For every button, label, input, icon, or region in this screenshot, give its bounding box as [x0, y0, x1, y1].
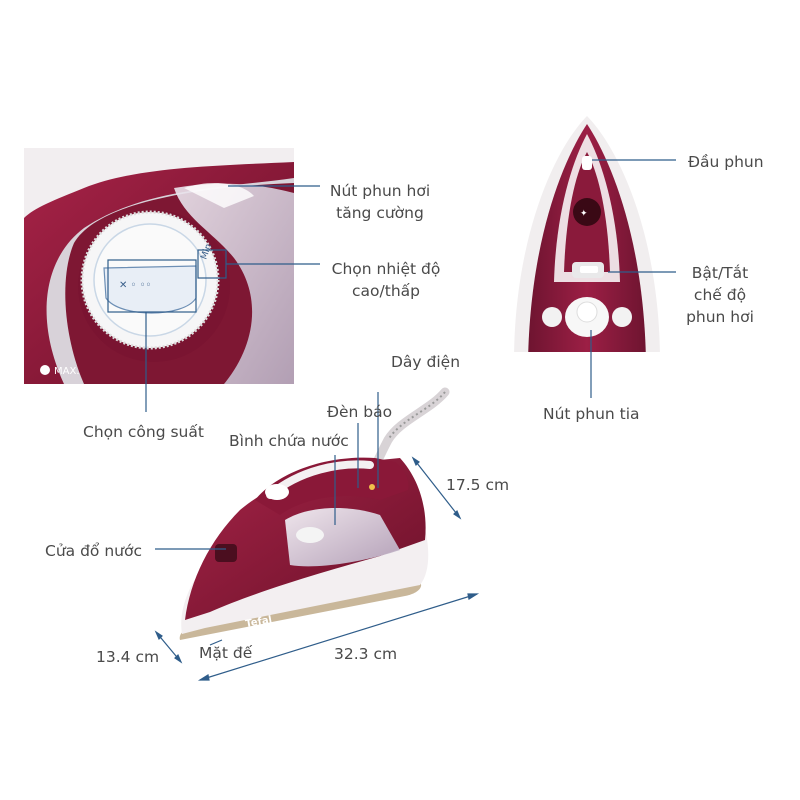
label-power-cord: Dây điện	[391, 353, 461, 371]
label-boost-steam-line1: Nút phun hơi	[329, 182, 431, 200]
svg-text:✕ ◦ ◦◦: ✕ ◦ ◦◦	[119, 280, 151, 291]
label-boost-steam-line2: tăng cường	[336, 204, 424, 222]
label-water-tank: Bình chứa nước	[229, 432, 349, 450]
label-indicator-light: Đèn báo	[327, 403, 393, 421]
brand-text: Tefal	[245, 614, 273, 629]
label-water-filler: Cửa đổ nước	[45, 542, 142, 560]
label-steam-toggle: Bật/Tắt chế độ phun hơi	[678, 262, 762, 328]
label-temperature-line2: cao/thấp	[352, 282, 420, 300]
label-steam-toggle-line1: Bật/Tắt	[691, 264, 749, 282]
leader-box-temp	[197, 249, 227, 279]
dial-max-text: MAX.	[54, 366, 80, 377]
label-dimension-height: 17.5 cm	[446, 476, 510, 494]
label-spray-button: Nút phun tia	[543, 405, 640, 423]
label-temperature-line1: Chọn nhiệt độ	[331, 260, 441, 278]
dial-closeup-photo: ✕ ◦ ◦◦ Min MAX.	[24, 148, 294, 384]
label-power-select: Chọn công suất	[83, 423, 204, 441]
label-soleplate: Mặt đế	[199, 644, 253, 662]
label-nozzle: Đầu phun	[688, 153, 764, 171]
dim-arrow-length	[199, 593, 478, 681]
label-boost-steam-button: Nút phun hơi tăng cường	[322, 180, 438, 224]
svg-text:✦: ✦	[580, 209, 588, 219]
label-steam-toggle-line3: phun hơi	[686, 308, 754, 326]
label-dimension-width: 13.4 cm	[96, 648, 160, 666]
label-steam-toggle-line2: chế độ	[693, 286, 747, 304]
iron-top-view-photo: ✦	[512, 112, 662, 362]
model-text: Maestro	[247, 627, 272, 638]
leader-soleplate	[209, 639, 223, 646]
dim-arrow-height	[412, 457, 461, 519]
leader-box-power	[107, 259, 197, 313]
label-temperature-select: Chọn nhiệt độ cao/thấp	[322, 258, 450, 302]
label-dimension-length: 32.3 cm	[334, 645, 398, 663]
